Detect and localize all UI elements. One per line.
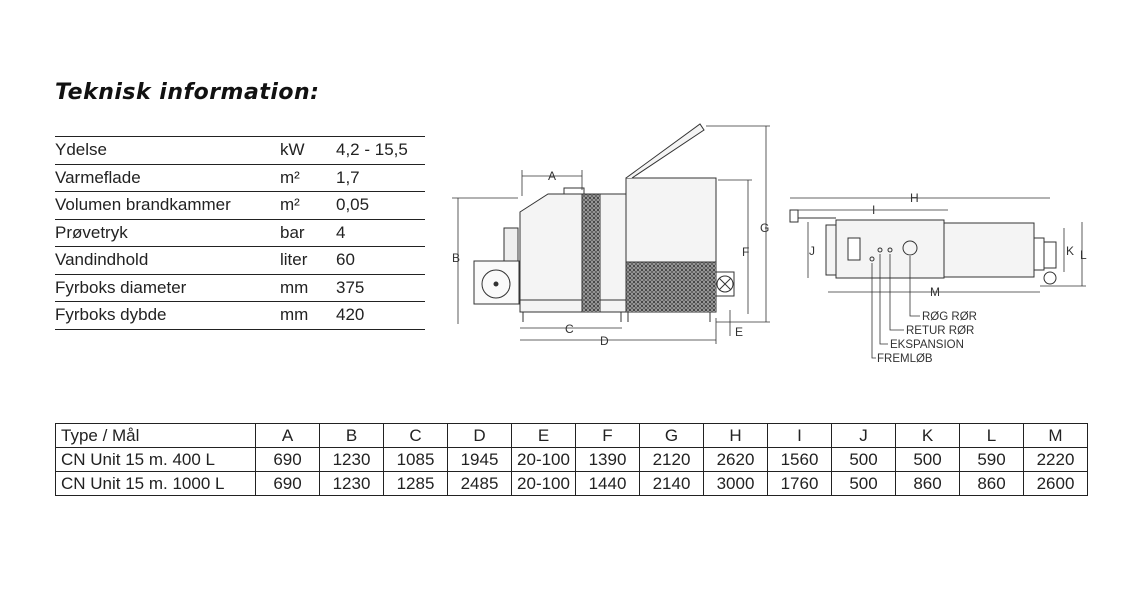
table-cell: 690 (255, 447, 320, 472)
table-header: J (831, 423, 896, 448)
dim-label-j: J (809, 244, 815, 258)
dim-label-e: E (735, 325, 743, 339)
table-cell: 590 (959, 447, 1024, 472)
table-header: F (575, 423, 640, 448)
spec-value: 375 (336, 277, 365, 297)
dim-label-h: H (910, 191, 919, 205)
table-cell: 2220 (1023, 447, 1088, 472)
spec-table: Ydelse kW 4,2 - 15,5 Varmeflade m² 1,7 Volum… (55, 136, 425, 330)
dim-label-m: M (930, 285, 940, 299)
spec-row: Volumen brandkammer m² 0,05 (55, 191, 425, 219)
technical-drawing: A B C D E F G (452, 123, 1087, 365)
spec-unit: kW (280, 140, 305, 159)
top-view: H I J K L M RØG RØR RETUR RØR EKSPANSION… (789, 191, 1087, 365)
table-cell: 2485 (447, 471, 512, 496)
table-cell: 1230 (319, 447, 384, 472)
table-header: H (703, 423, 768, 448)
spec-label: Fyrboks diameter (55, 277, 187, 297)
table-row: CN Unit 15 m. 400 L 690 1230 1085 1945 2… (55, 447, 1088, 472)
dim-label-l: L (1080, 248, 1087, 262)
dim-label-f: F (742, 245, 749, 259)
table-cell: CN Unit 15 m. 1000 L (55, 471, 256, 496)
table-cell: 2620 (703, 447, 768, 472)
table-cell: 1760 (767, 471, 832, 496)
label-return-pipe: RETUR RØR (906, 325, 974, 337)
table-header: M (1023, 423, 1088, 448)
spec-row: Fyrboks diameter mm 375 (55, 273, 425, 302)
table-header: A (255, 423, 320, 448)
label-expansion: EKSPANSION (890, 339, 964, 351)
table-cell: 1945 (447, 447, 512, 472)
spec-value: 60 (336, 250, 355, 269)
label-flow: FREMLØB (877, 353, 933, 365)
spec-value: 0,05 (336, 195, 370, 214)
table-header: K (895, 423, 960, 448)
table-cell: 860 (895, 471, 960, 496)
table-cell: 860 (959, 471, 1024, 496)
table-cell: 500 (895, 447, 960, 472)
label-smoke-pipe: RØG RØR (922, 311, 977, 323)
page-title: Teknisk information: (55, 80, 320, 105)
table-cell: 1390 (575, 447, 640, 472)
spec-label: Ydelse (55, 140, 107, 159)
dim-label-d: D (600, 334, 609, 348)
spec-row: Varmeflade m² 1,7 (55, 163, 425, 192)
spec-unit: m² (280, 195, 300, 214)
table-cell: 500 (831, 447, 896, 472)
spec-value: 4,2 - 15,5 (336, 140, 408, 159)
spec-label: Volumen brandkammer (55, 195, 231, 214)
table-header: I (767, 423, 832, 448)
dim-label-i: I (872, 203, 875, 217)
spec-value: 4 (336, 222, 346, 242)
table-cell: 1085 (383, 447, 448, 472)
spec-value: 420 (336, 305, 365, 324)
table-cell: 690 (255, 471, 320, 496)
table-cell: 1285 (383, 471, 448, 496)
table-cell: 2600 (1023, 471, 1088, 496)
spec-row: Vandindhold liter 60 (55, 246, 425, 274)
table-cell: CN Unit 15 m. 400 L (55, 447, 256, 472)
table-header: D (447, 423, 512, 448)
spec-label: Varmeflade (55, 167, 141, 187)
dim-label-b: B (452, 251, 460, 265)
spec-unit: bar (280, 222, 305, 242)
table-cell: 3000 (703, 471, 768, 496)
spec-row: Prøvetryk bar 4 (55, 218, 425, 247)
spec-unit: m² (280, 167, 300, 187)
spec-label: Fyrboks dybde (55, 305, 167, 324)
table-header: B (319, 423, 384, 448)
table-cell: 2140 (639, 471, 704, 496)
table-cell: 20-100 (511, 447, 576, 472)
table-header: Type / Mål (55, 423, 256, 448)
spec-row: Fyrboks dybde mm 420 (55, 301, 425, 330)
spec-row: Ydelse kW 4,2 - 15,5 (55, 136, 425, 164)
spec-unit: mm (280, 277, 309, 297)
dim-label-g: G (760, 221, 769, 235)
spec-label: Prøvetryk (55, 222, 128, 242)
table-header: G (639, 423, 704, 448)
dim-label-c: C (565, 322, 574, 336)
dimension-table: Type / Mål A B C D E F G H I J K L M CN … (55, 423, 1088, 496)
table-cell: 20-100 (511, 471, 576, 496)
spec-label: Vandindhold (55, 250, 149, 269)
table-cell: 500 (831, 471, 896, 496)
table-cell: 1230 (319, 471, 384, 496)
dim-label-k: K (1066, 244, 1074, 258)
table-header: E (511, 423, 576, 448)
table-header-row: Type / Mål A B C D E F G H I J K L M (55, 423, 1088, 448)
dim-label-a: A (548, 169, 556, 183)
side-view: A B C D E F G (452, 123, 770, 348)
spec-value: 1,7 (336, 167, 360, 187)
table-row: CN Unit 15 m. 1000 L 690 1230 1285 2485 … (55, 471, 1088, 496)
spec-unit: liter (280, 250, 308, 269)
table-cell: 1560 (767, 447, 832, 472)
table-header: L (959, 423, 1024, 448)
table-cell: 2120 (639, 447, 704, 472)
table-cell: 1440 (575, 471, 640, 496)
spec-unit: mm (280, 305, 309, 324)
table-header: C (383, 423, 448, 448)
